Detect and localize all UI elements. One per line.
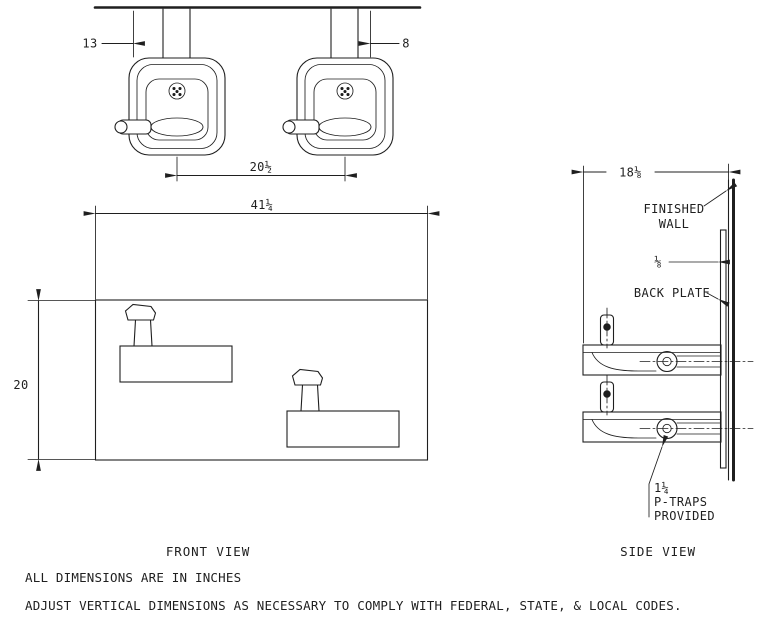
basin-profile [591,352,657,372]
dim-left-offset-label: 13 [82,37,97,51]
rim-outline [304,64,386,149]
dim-height-label: 20 [13,378,28,392]
strainer-hole [346,86,350,91]
bubbler-body [133,319,153,347]
strainer-hole [172,86,176,91]
strainer-icon [168,82,186,100]
strainer-hole [340,92,344,97]
dim-right-offset: 8 [358,10,410,58]
dim-left-offset: 13 [82,10,145,58]
bubbler-body [300,384,320,412]
body-outline [582,411,722,443]
dim-right-offset-label: 8 [402,37,410,51]
strainer-hole [340,86,344,91]
side-view: 18⅛ FINISHED WALL ⅛ BACK PLATE [571,163,754,559]
basin-outline [286,410,400,448]
fountain-right-front [286,368,400,448]
rim-outline [136,64,218,149]
dim-center-spacing-label: 20½ [250,160,273,174]
dim-center-spacing: 20½ [165,156,357,182]
basin-profile [591,419,657,439]
bubbler-button [603,390,611,398]
trap-size-label: 1¼ [654,481,669,495]
basin-outline [313,78,377,141]
strainer-hole [343,89,347,94]
strainer-hole [172,92,176,97]
note-units: ALL DIMENSIONS ARE IN INCHES [25,570,241,585]
front-view: 41¼ 20 FRONT VIEW [13,198,440,559]
bubbler-icon [291,368,324,386]
bubbler-icon [124,303,157,321]
note-codes: ADJUST VERTICAL DIMENSIONS AS NECESSARY … [25,598,682,613]
dim-depth: 18⅛ [571,163,741,344]
bubbler-button [282,120,296,134]
finished-wall-label-2: WALL [659,217,690,231]
trap-label-1: P-TRAPS [654,495,707,509]
fountain-upper-side [582,307,754,376]
basin-ellipse [150,117,204,137]
strainer-hole [178,86,182,91]
finished-wall-label-1: FINISHED [644,202,705,216]
housing-outline [296,57,394,156]
plate-gap-callout: ⅛ [654,255,730,269]
bubbler-button [603,323,611,331]
plate-gap-label: ⅛ [654,255,662,269]
basin-outline [119,345,233,383]
strainer-hole [346,92,350,97]
back-plate-outline [94,299,429,461]
top-view: 13 8 20½ [82,6,422,182]
side-view-caption: SIDE VIEW [620,544,696,559]
finished-wall-callout: FINISHED WALL [644,182,738,231]
trap-label-2: PROVIDED [654,509,715,523]
p-trap-callout: 1¼ P-TRAPS PROVIDED [648,434,715,523]
body-outline [582,344,722,376]
strainer-hole [175,89,179,94]
basin-ellipse [318,117,372,137]
fountain-left-plan [114,57,226,156]
back-plate-label: BACK PLATE [634,286,710,300]
strainer-icon [336,82,354,100]
dim-width: 41¼ [83,198,440,300]
basin-outline [145,78,209,141]
dim-height: 20 [13,289,96,471]
general-notes: ALL DIMENSIONS ARE IN INCHES ADJUST VERT… [25,570,682,613]
bubbler-button [114,120,128,134]
leader-line [648,434,669,518]
fountain-left-front [119,303,233,383]
dim-depth-label: 18⅛ [619,166,642,180]
fountain-lower-side [582,374,754,443]
dim-width-label: 41¼ [251,198,274,212]
fountain-right-plan [282,57,394,156]
housing-outline [128,57,226,156]
strainer-hole [178,92,182,97]
back-plate-callout: BACK PLATE [634,286,730,307]
front-view-caption: FRONT VIEW [166,544,250,559]
leader-line [706,292,730,307]
leader-line [703,182,738,207]
